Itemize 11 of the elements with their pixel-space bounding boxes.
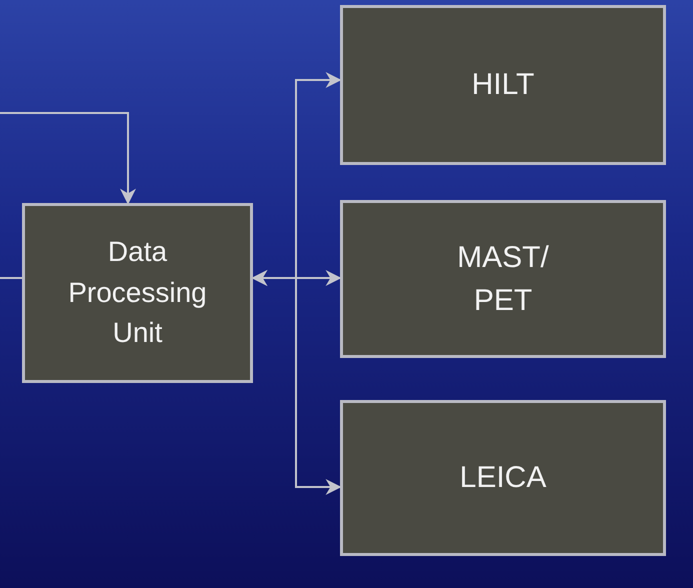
arrow xyxy=(0,112,136,205)
box-label: Data Processing Unit xyxy=(67,235,208,350)
box-label: MAST/ PET xyxy=(456,240,550,319)
connector-line xyxy=(0,277,22,279)
process-box xyxy=(340,200,666,358)
box-label: LEICA xyxy=(460,460,546,496)
box-label: HILT xyxy=(472,67,534,104)
process-box xyxy=(340,400,666,556)
arrow xyxy=(251,270,342,495)
process-box xyxy=(340,5,666,165)
process-box xyxy=(22,203,253,383)
